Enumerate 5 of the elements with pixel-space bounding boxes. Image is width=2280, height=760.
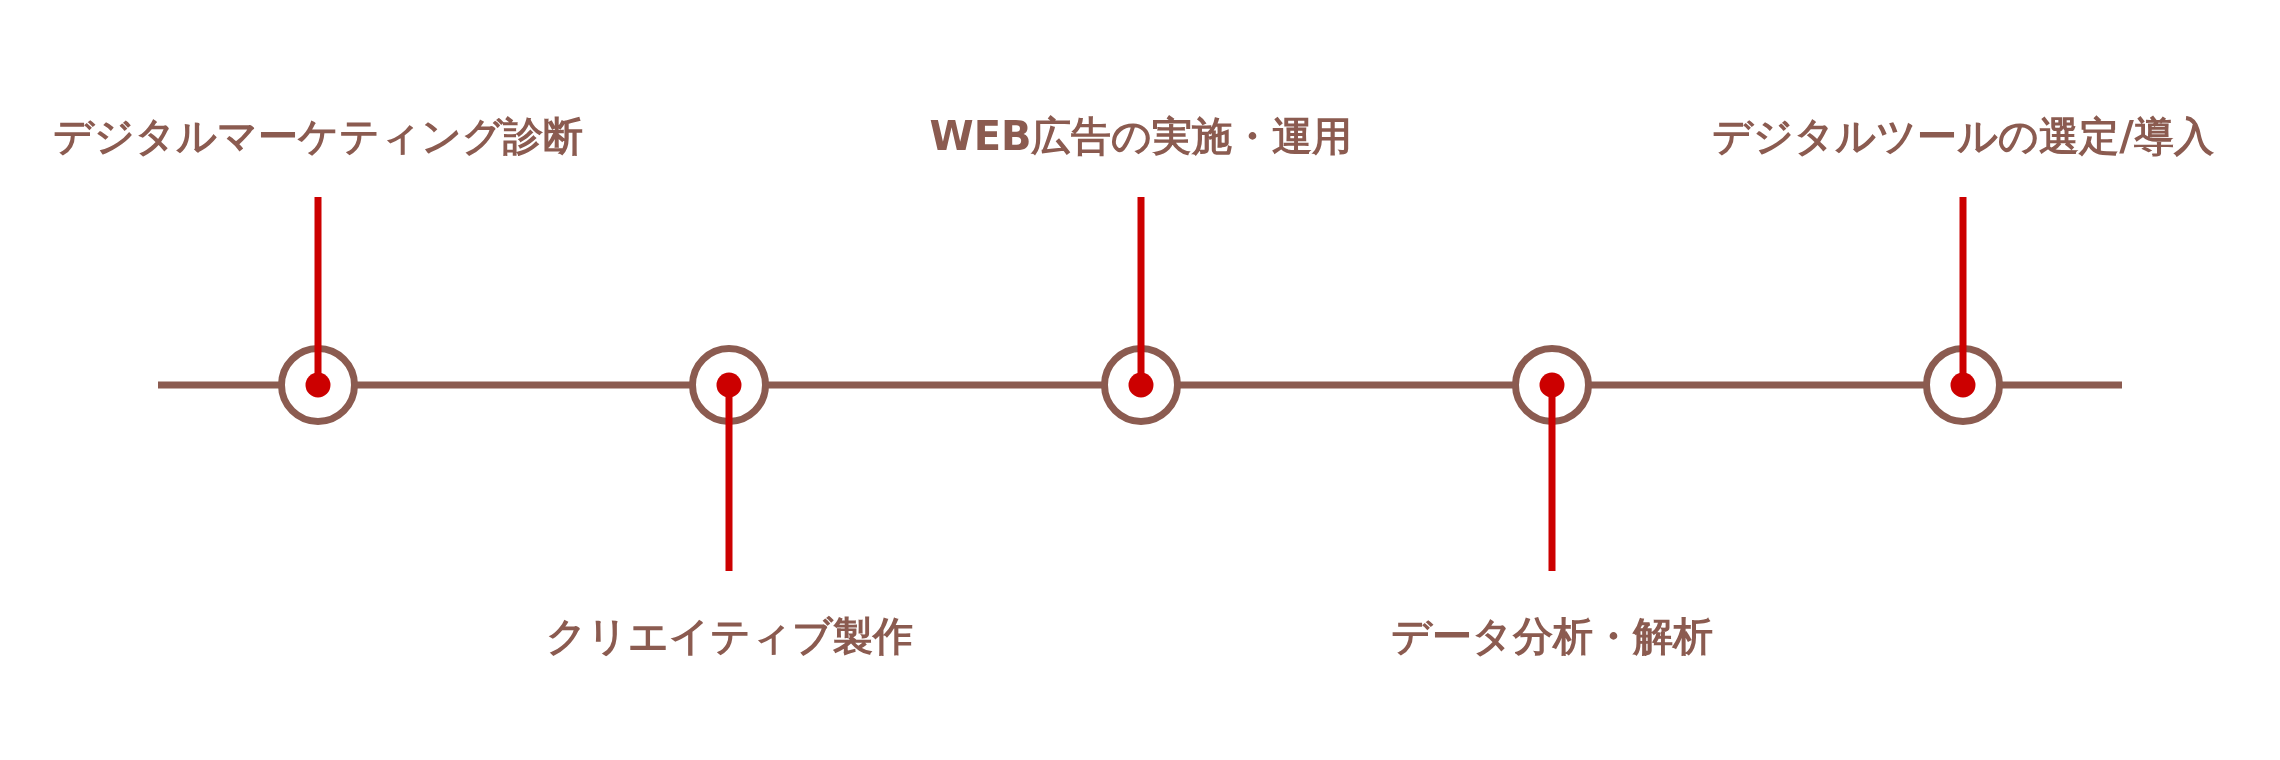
step-label: WEB広告の実施・運用 [929,114,1353,158]
step-label: デジタルマーケティング診断 [53,114,583,158]
step-label: データ分析・解析 [1391,614,1713,658]
step-label: デジタルツールの選定/導入 [1712,114,2214,158]
step-label: クリエイティブ製作 [545,614,913,658]
